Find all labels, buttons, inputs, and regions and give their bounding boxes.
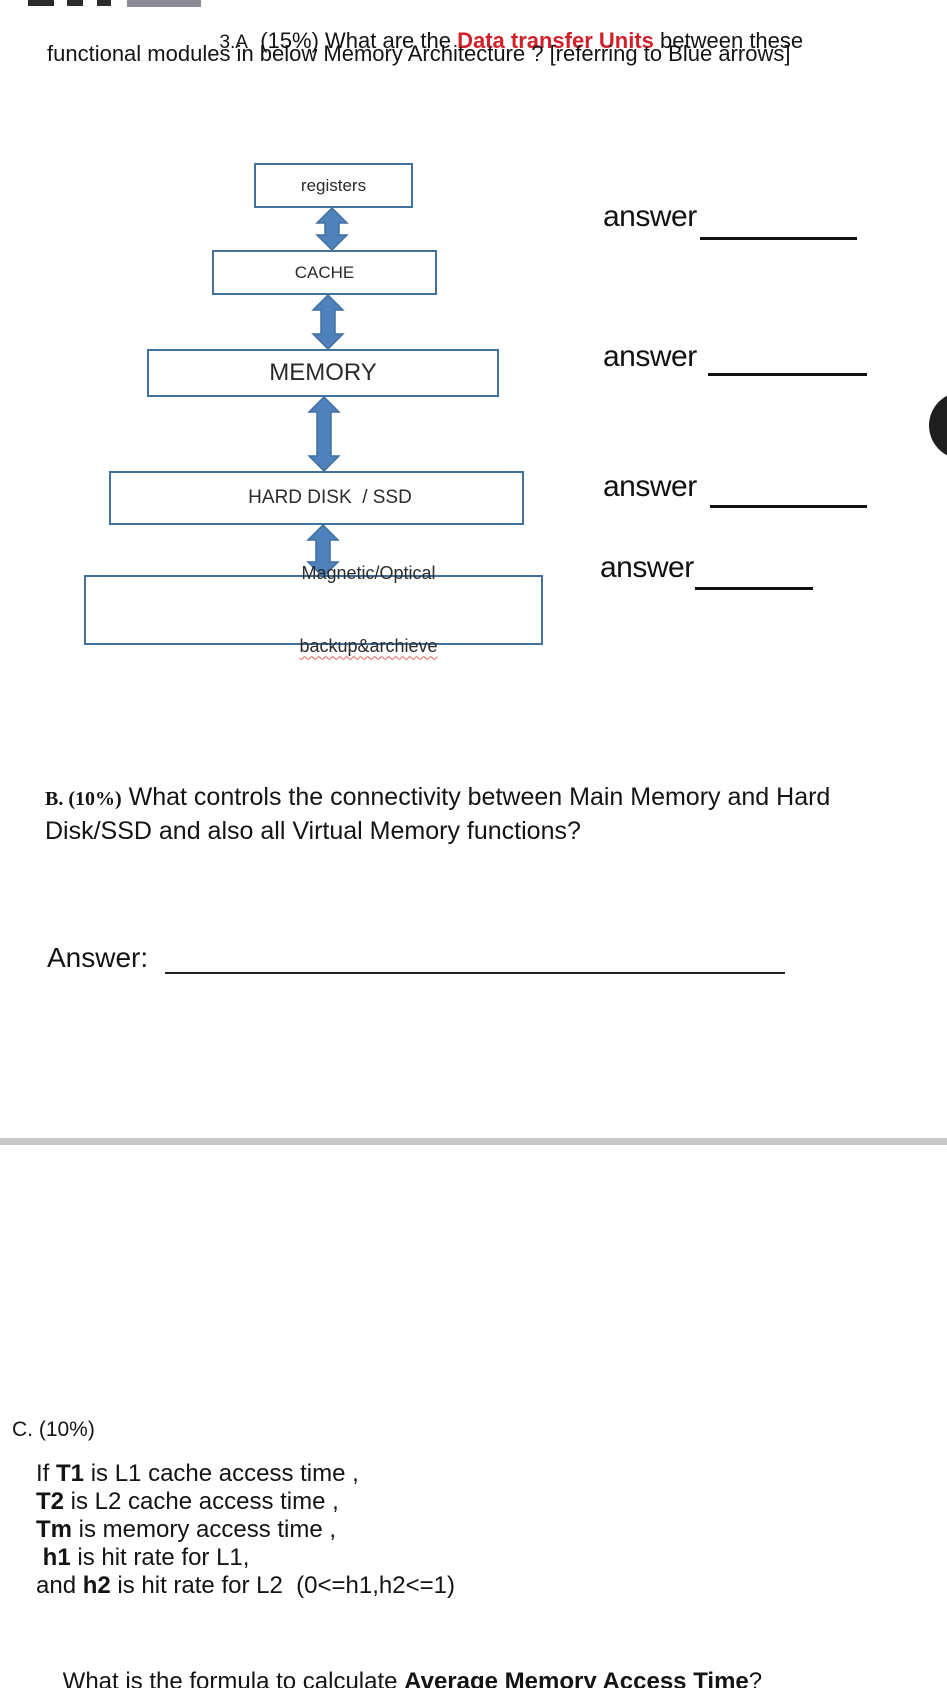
def-term: T2 [36, 1488, 65, 1515]
def-post: is L1 cache access time , [84, 1460, 359, 1487]
answer-b-label: Answer: [47, 942, 149, 973]
diagram-box-cache-label: CACHE [294, 262, 355, 282]
question-b: B. (10%) What controls the connectivity … [45, 781, 937, 847]
definition-tm: Tm is memory access time , [36, 1516, 455, 1544]
def-term: Tm [36, 1516, 72, 1543]
question-b-text-line2: Disk/SSD and also all Virtual Memory fun… [45, 817, 581, 845]
answer-blank-label-4: answer [600, 551, 694, 584]
question-a-text-post: between these [653, 28, 804, 53]
artifact-mark [28, 0, 54, 6]
diagram-box-hard-disk-ssd: HARD DISK / SSD [109, 471, 524, 525]
question-a-title-line2: functional modules in below Memory Archi… [47, 41, 791, 66]
def-pre: and [36, 1572, 83, 1599]
diagram-box-hard-disk-ssd-label: HARD DISK / SSD [248, 487, 412, 508]
question-a-title-line1: 3.A (15%) What are the Data transfer Uni… [195, 2, 803, 80]
answer-blank-label-3: answer [603, 470, 697, 503]
answer-blank-line-4 [695, 587, 813, 590]
question-c-final-term: Average Memory Access Time [404, 1668, 749, 1688]
diagram-box-memory-label: MEMORY [269, 359, 377, 386]
double-arrow-icon [311, 295, 345, 349]
double-arrow-icon [315, 208, 349, 250]
question-a-number: 3.A [219, 32, 248, 53]
section-divider [0, 1138, 947, 1145]
question-c-definitions: If T1 is L1 cache access time , T2 is L2… [36, 1460, 455, 1600]
diagram-box-cache: CACHE [212, 250, 437, 295]
definition-t2: T2 is L2 cache access time , [36, 1488, 455, 1516]
question-a-highlight: Data transfer Units [457, 28, 654, 53]
def-term: T1 [56, 1460, 85, 1487]
answer-b-line [165, 972, 785, 974]
definition-t1: If T1 is L1 cache access time , [36, 1460, 455, 1488]
diagram-box-backup-archive-label: Magnetic/Optical backup&archieve [299, 513, 437, 707]
question-c-heading: C. (10%) [12, 1418, 95, 1441]
def-term: h1 [42, 1544, 71, 1571]
answer-blank-line-3 [710, 505, 867, 508]
answer-blank-label-2: answer [603, 340, 697, 373]
answer-blank-label-1: answer [603, 200, 697, 233]
artifact-mark [127, 0, 202, 7]
answer-blank-line-2 [708, 373, 867, 376]
answer-blank-line-1 [700, 237, 857, 240]
artifact-mark [67, 0, 84, 6]
question-a-text-pre: (15%) What are the [247, 28, 458, 53]
diagram-box-backup-archive: Magnetic/Optical backup&archieve [84, 563, 543, 656]
definition-h1: h1 is hit rate for L1, [36, 1544, 455, 1572]
def-post: is memory access time , [72, 1516, 337, 1543]
backup-archive-line1: Magnetic/Optical [301, 563, 436, 584]
diagram-box-registers-label: registers [300, 175, 367, 195]
double-arrow-icon [306, 525, 340, 577]
floating-button-partial[interactable] [929, 392, 947, 459]
diagram-box-registers: registers [254, 163, 413, 208]
def-pre: If [36, 1460, 57, 1487]
def-pre [36, 1544, 43, 1571]
def-post: is hit rate for L1, [70, 1544, 250, 1571]
diagram-box-memory: MEMORY [147, 349, 499, 397]
def-post: is hit rate for L2 (0<=h1,h2<=1) [110, 1572, 455, 1599]
question-c-final-pre: What is the formula to calculate [62, 1668, 405, 1688]
artifact-mark [96, 0, 111, 6]
double-arrow-icon [307, 397, 341, 471]
cropped-text-artifact [28, 0, 202, 18]
def-post: is L2 cache access time , [64, 1488, 339, 1515]
question-c-final-post: ? [748, 1668, 763, 1688]
question-b-text-line1: What controls the connectivity between M… [121, 783, 831, 811]
question-b-prefix: B. (10%) [45, 788, 122, 810]
def-term: h2 [82, 1572, 111, 1599]
backup-archive-line2: backup&archieve [299, 636, 438, 657]
question-c-final: What is the formula to calculate Average… [36, 1640, 762, 1688]
definition-h2: and h2 is hit rate for L2 (0<=h1,h2<=1) [36, 1572, 455, 1600]
